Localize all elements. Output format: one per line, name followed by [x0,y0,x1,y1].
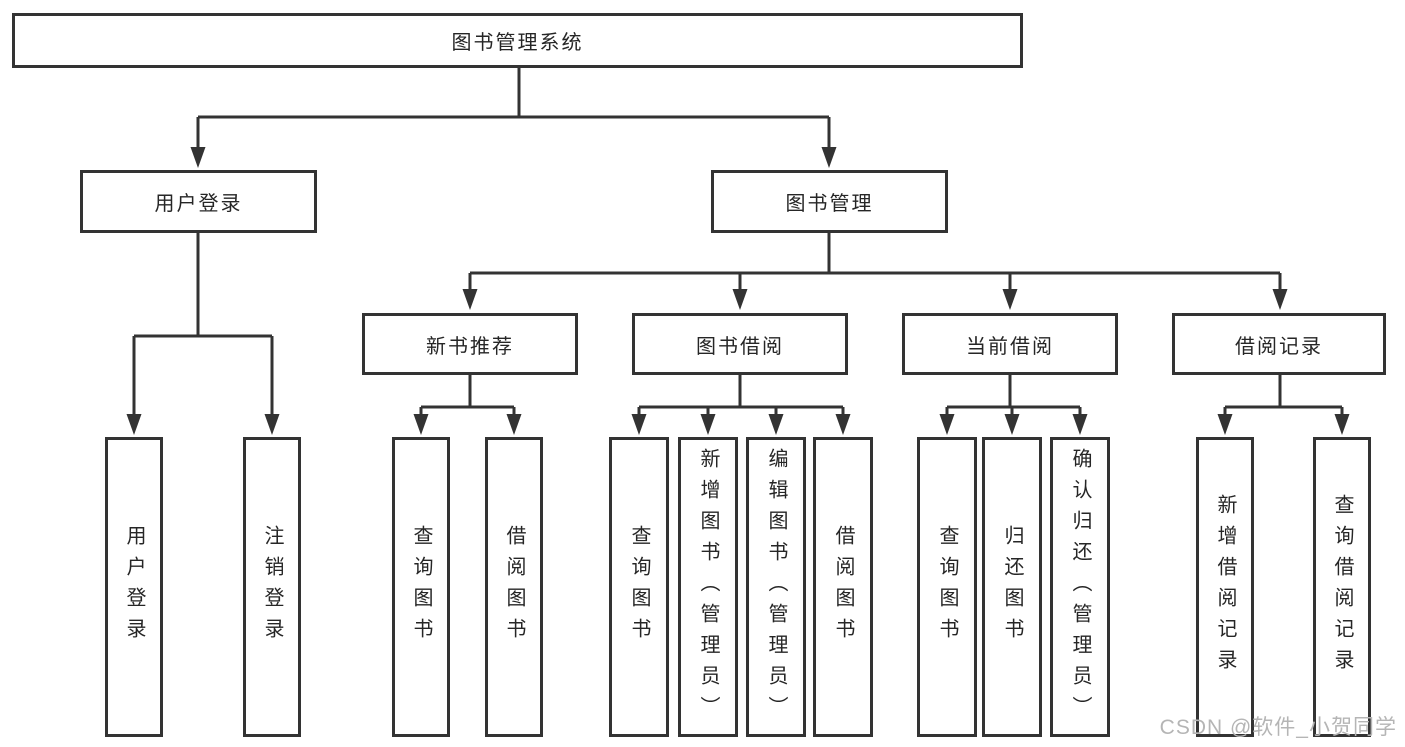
connector-new-books-to-leaves [413,375,522,435]
leaf-query-books-current: 查询图书 [917,437,977,737]
leaf-return-books: 归还图书 [982,437,1042,737]
leaf-query-borrow-record: 查询借阅记录 [1313,437,1371,737]
leaf-label: 注销登录 [261,525,283,649]
node-book-management: 图书管理 [711,170,948,233]
leaf-label: 借阅图书 [832,525,854,649]
connector-borrow-records-to-leaves [1217,375,1350,435]
node-root-system: 图书管理系统 [12,13,1023,68]
csdn-watermark: CSDN @软件_小贺同学 [1159,716,1397,739]
leaf-borrow-books: 借阅图书 [813,437,873,737]
leaf-label: 查询图书 [936,525,958,649]
leaf-add-borrow-record: 新增借阅记录 [1196,437,1254,737]
leaf-label: 新增图书（管理员） [697,447,719,727]
node-current-borrow: 当前借阅 [902,313,1118,375]
leaf-label: 借阅图书 [503,525,525,649]
leaf-label: 归还图书 [1001,525,1023,649]
leaf-add-books-admin: 新增图书（管理员） [678,437,738,737]
leaf-edit-books-admin: 编辑图书（管理员） [746,437,806,737]
leaf-label: 用户登录 [123,525,145,649]
leaf-user-login: 用户登录 [105,437,163,737]
connector-root-to-level2 [190,68,837,168]
node-user-login: 用户登录 [80,170,317,233]
leaf-label: 确认归还（管理员） [1069,447,1091,727]
connector-book-mgmt-to-level3 [462,233,1288,310]
leaf-label: 查询借阅记录 [1331,494,1353,680]
leaf-logout: 注销登录 [243,437,301,737]
node-new-book-recommend: 新书推荐 [362,313,578,375]
leaf-label: 新增借阅记录 [1214,494,1236,680]
node-book-borrow: 图书借阅 [632,313,848,375]
node-borrow-records: 借阅记录 [1172,313,1386,375]
leaf-confirm-return-admin: 确认归还（管理员） [1050,437,1110,737]
leaf-label: 查询图书 [628,525,650,649]
leaf-borrow-books-recommend: 借阅图书 [485,437,543,737]
connector-book-borrow-to-leaves [631,375,851,435]
leaf-label: 查询图书 [410,525,432,649]
connector-user-login-to-leaves [126,233,280,435]
connector-current-borrow-to-leaves [939,375,1088,435]
leaf-query-books-borrow: 查询图书 [609,437,669,737]
leaf-query-books-recommend: 查询图书 [392,437,450,737]
leaf-label: 编辑图书（管理员） [765,447,787,727]
